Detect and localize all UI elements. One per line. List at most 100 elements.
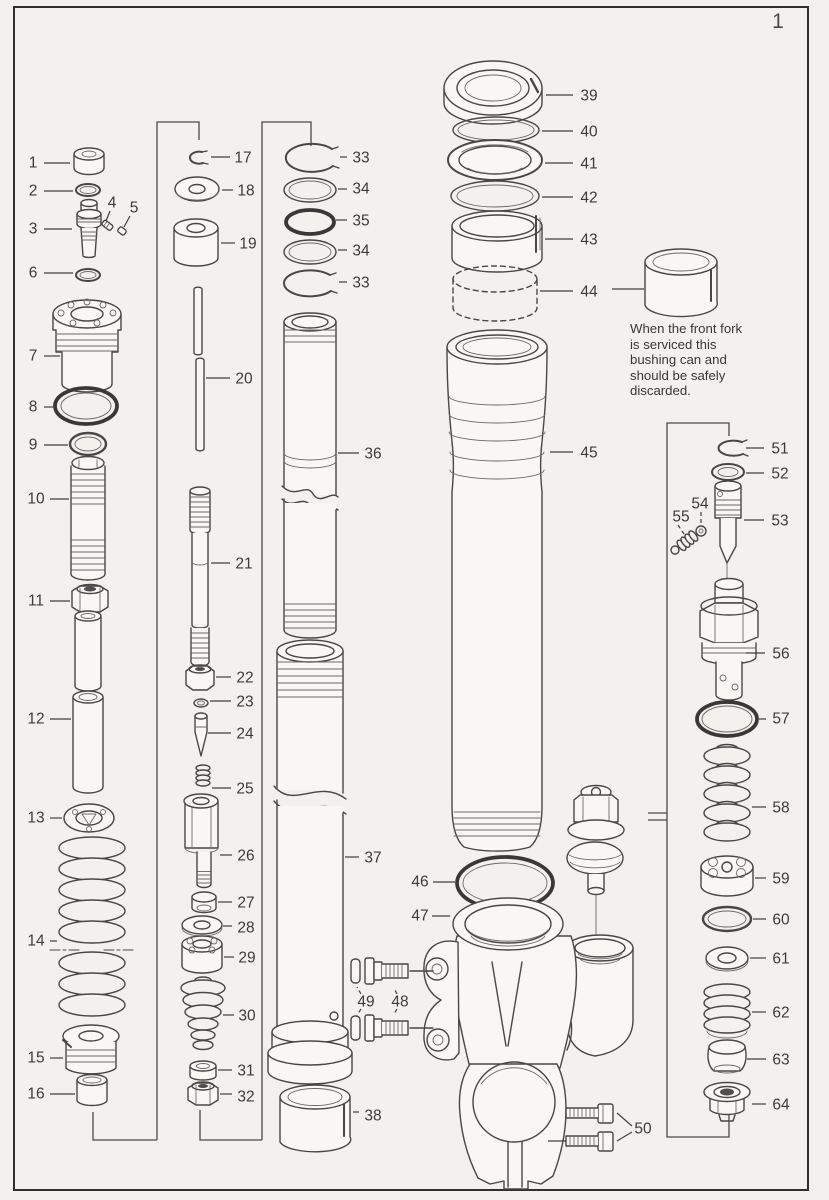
- part-41-oil-seal: [447, 139, 543, 181]
- part-14-coil-spring: [49, 836, 135, 1017]
- part-10-threaded-adjuster-rod: [70, 455, 106, 581]
- part-number-label: 27: [237, 895, 254, 912]
- part-number-label: 63: [772, 1052, 789, 1069]
- part-12-spacer-tube: [72, 610, 104, 794]
- part-58-cone-washer-stack: [703, 743, 751, 842]
- part-number-label: 18: [237, 183, 254, 200]
- part-number-label: 24: [236, 726, 254, 743]
- part-23-small-ring: [193, 698, 209, 708]
- part-number-label: 49: [357, 994, 374, 1011]
- part-55-small-spring: [670, 530, 699, 555]
- part-56-bottom-bolt-assembly: [699, 577, 759, 701]
- part-26-valve-body: [183, 793, 219, 889]
- part-number-label: 53: [771, 513, 788, 530]
- part-number-label: 33: [352, 275, 369, 292]
- part-number-label: 19: [239, 236, 256, 253]
- part-number-label: 11: [28, 593, 44, 610]
- part-number-label: 29: [238, 950, 255, 967]
- part-15-spring-guide-plug: [62, 1024, 120, 1075]
- part-7-fork-cap-bolt: [52, 298, 122, 393]
- part-number-label: 9: [29, 437, 38, 454]
- part-62-rebound-spring: [703, 983, 751, 1039]
- part-37-cartridge-tube: [267, 639, 353, 1085]
- part-43-guide-bushing: [451, 210, 543, 273]
- part-number-label: 34: [352, 243, 370, 260]
- part-number-label: 42: [580, 190, 597, 207]
- part-number-label: 23: [236, 694, 253, 711]
- callout-leader-line: [123, 215, 131, 228]
- part-8-o-ring-large: [53, 386, 119, 426]
- part-27-cup: [191, 891, 217, 914]
- part-21-damper-rod: [189, 486, 211, 667]
- part-33-retaining-ring: [284, 142, 340, 173]
- part-64-flanged-nut: [703, 1081, 751, 1122]
- callout-leader-line: [105, 210, 111, 222]
- part-50-pinch-bolts: [565, 1103, 614, 1152]
- part-4-screw: [101, 219, 114, 231]
- part-24-needle-valve: [194, 712, 208, 757]
- callout-leader-line: [677, 524, 685, 535]
- part-number-label: 21: [235, 556, 252, 573]
- part-number-label: 58: [772, 800, 789, 817]
- part-number-label: 59: [772, 871, 789, 888]
- part-number-label: 60: [772, 912, 790, 929]
- part-1-cap-nut: [73, 147, 105, 176]
- part-31-ring-nut: [189, 1060, 217, 1081]
- part-32-hex-nut: [187, 1081, 219, 1106]
- part-number-label: 15: [27, 1050, 44, 1067]
- part-number-label: 20: [235, 371, 253, 388]
- part-number-label: 3: [29, 221, 38, 238]
- part-number-label: 46: [411, 874, 428, 891]
- part-number-label: 41: [580, 156, 597, 173]
- part-number-label: 13: [27, 810, 44, 827]
- callout-leader-line: [393, 987, 398, 995]
- part-22-hex-nut: [185, 664, 215, 691]
- part-45-outer-fork-tube: [446, 329, 548, 852]
- part-number-label: 61: [772, 951, 789, 968]
- part-number-label: 2: [29, 183, 38, 200]
- part-number-label: 50: [634, 1121, 652, 1138]
- part-28-washer: [181, 915, 223, 937]
- callout-leader-line: [616, 1112, 633, 1127]
- part-number-label: 56: [772, 646, 789, 663]
- part-number-label: 5: [130, 200, 139, 217]
- part-number-label: 34: [352, 181, 370, 198]
- compression-valve-assembly: [566, 784, 625, 935]
- part-51-c-clip: [717, 439, 749, 457]
- part-52-o-ring: [711, 463, 745, 481]
- part-3-damper-adjuster: [76, 198, 102, 259]
- part-number-label: 12: [27, 711, 44, 728]
- part-36-inner-fork-tube: [281, 312, 339, 639]
- part-38-slider-bushing: [279, 1084, 352, 1153]
- part-number-label: 30: [238, 1008, 256, 1025]
- part-number-label: 6: [29, 265, 38, 282]
- service-note: When the front fork is serviced this bus…: [630, 321, 780, 399]
- part-35-oil-seal-ring: [284, 208, 336, 236]
- callout-leader-line: [393, 1008, 398, 1015]
- part-5-screw: [117, 226, 127, 236]
- part-number-label: 31: [237, 1063, 254, 1080]
- part-number-label: 14: [27, 933, 45, 950]
- part-number-label: 38: [364, 1108, 381, 1125]
- part-number-label: 64: [772, 1097, 790, 1114]
- part-59-valve-piston: [700, 855, 754, 897]
- part-number-label: 39: [580, 88, 597, 105]
- part-number-label: 44: [580, 284, 598, 301]
- part-25-small-spring: [195, 764, 211, 787]
- part-57-o-ring-large: [695, 700, 759, 738]
- part-number-label: 37: [364, 850, 381, 867]
- discard-bushing: [644, 248, 718, 318]
- part-30-rebound-cone-stack: [180, 976, 226, 1051]
- part-13-spring-seat: [63, 803, 115, 833]
- part-17-c-clip: [188, 150, 209, 165]
- part-18-washer: [174, 176, 220, 202]
- note-line: should be safely: [630, 367, 726, 383]
- part-number-label: 52: [771, 466, 788, 483]
- part-number-label: 1: [29, 155, 38, 172]
- part-number-label: 40: [580, 124, 598, 141]
- part-60-o-ring: [701, 905, 753, 933]
- part-number-label: 26: [237, 848, 254, 865]
- part-61-washer: [705, 946, 749, 972]
- part-53-rebound-needle: [714, 480, 742, 605]
